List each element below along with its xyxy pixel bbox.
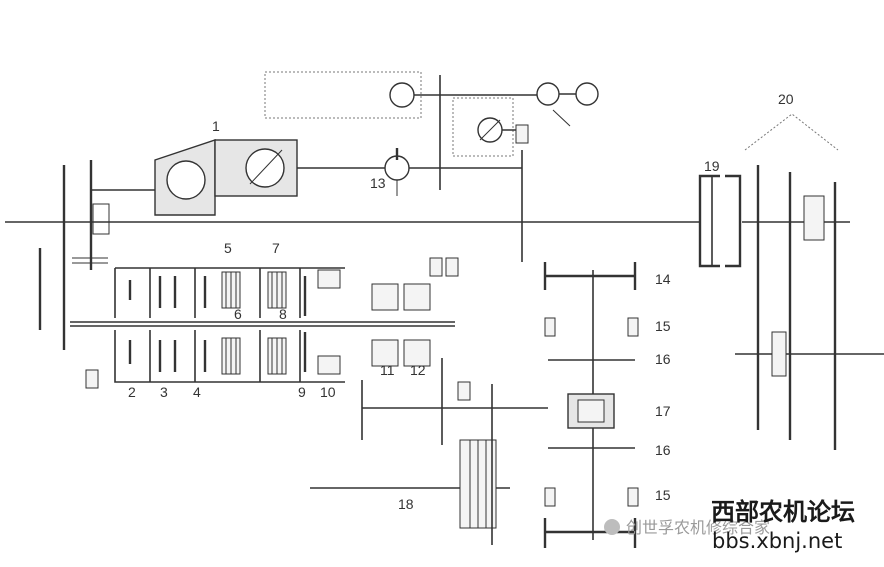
callout-7: 7	[272, 240, 280, 256]
clutch-pack-hatching	[225, 272, 283, 374]
clutch-19-right	[725, 174, 742, 268]
sensor-box	[515, 124, 529, 144]
final-drive-14-lower	[543, 518, 637, 548]
callout-14: 14	[655, 271, 671, 287]
callout-15-lower: 15	[655, 487, 671, 503]
clutch-11-lower	[371, 339, 399, 367]
clutch-9-upper	[317, 269, 341, 289]
range-gearbox-indicator	[744, 113, 839, 151]
clutch-19-left	[698, 174, 720, 268]
callout-2: 2	[128, 384, 136, 400]
charge-pump-1	[536, 82, 560, 106]
clutch-12-lower	[403, 339, 431, 367]
callout-8: 8	[279, 306, 287, 322]
callout-11: 11	[380, 362, 395, 378]
brake-15-right-lower	[627, 487, 639, 507]
brake-15-right-upper	[627, 317, 639, 337]
brake-15-left-upper	[544, 317, 556, 337]
clutch-10-lower	[317, 355, 341, 375]
callout-18: 18	[398, 496, 414, 512]
charge-pump-2	[575, 82, 599, 106]
range-synchro-lower	[771, 331, 787, 377]
pump-symbol	[166, 160, 206, 200]
gearbox-frame-lower	[114, 330, 345, 383]
sensor-left	[85, 369, 99, 389]
gearbox-frame-upper	[114, 267, 345, 318]
clutch-hub	[92, 203, 110, 235]
callout-19: 19	[704, 158, 720, 174]
callout-17: 17	[655, 403, 671, 419]
callout-20: 20	[778, 91, 794, 107]
clutch-11-upper	[371, 283, 399, 311]
range-synchro	[803, 195, 825, 241]
callout-9: 9	[298, 384, 306, 400]
callout-13: 13	[370, 175, 386, 191]
callout-10: 10	[320, 384, 336, 400]
callout-4: 4	[193, 384, 201, 400]
clutch-12-upper	[403, 283, 431, 311]
callout-6: 6	[234, 306, 242, 322]
callout-5: 5	[224, 240, 232, 256]
callout-1: 1	[212, 118, 220, 134]
callout-16-upper: 16	[655, 351, 671, 367]
callout-3: 3	[160, 384, 168, 400]
watermark-wechat-account: 创世孚农机修综合家	[626, 518, 770, 537]
watermark-site-url: bbs.xbnj.net	[712, 529, 842, 553]
sensor-1	[429, 257, 443, 277]
steering-pump-arrow	[479, 119, 501, 141]
motor-variable-arrow	[249, 149, 283, 185]
sensor-lower	[457, 381, 471, 401]
callout-15-upper: 15	[655, 318, 671, 334]
variable-pump	[389, 82, 415, 108]
callout-12: 12	[410, 362, 426, 378]
hydraulic-group-box	[264, 71, 422, 119]
differential-gears	[577, 399, 605, 423]
sensor-2	[445, 257, 459, 277]
hydraulic-group-box-small	[452, 97, 514, 157]
brake-15-left-lower	[544, 487, 556, 507]
callout-16-lower: 16	[655, 442, 671, 458]
charge-pump-arrow	[552, 109, 571, 127]
wechat-icon	[604, 519, 620, 535]
final-drive-14-upper	[543, 262, 637, 290]
watermark-site-name: 西部农机论坛	[711, 498, 855, 526]
